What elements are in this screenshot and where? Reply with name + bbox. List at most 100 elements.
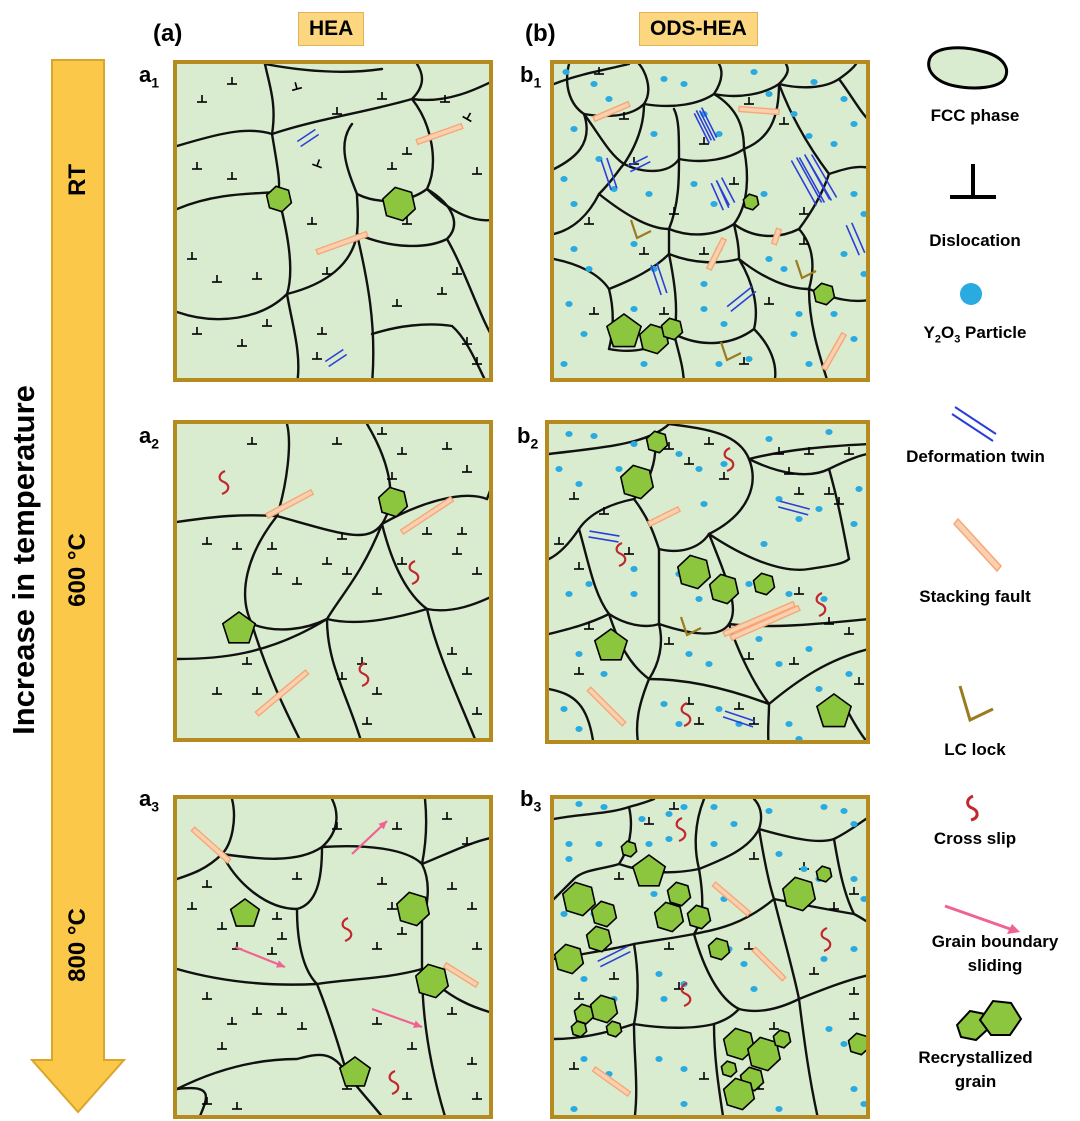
y2o3-particle-mark <box>840 251 848 257</box>
panel-a1 <box>173 60 493 382</box>
y2o3-particle-mark <box>765 91 773 97</box>
dislocation-mark <box>452 547 462 555</box>
cross-slip-mark <box>723 446 735 473</box>
dislocation-mark <box>569 492 579 500</box>
column-letter-a: (a) <box>153 20 183 47</box>
dislocation-mark <box>472 567 482 575</box>
panel-label-b3: b3 <box>520 786 542 815</box>
defects <box>202 427 482 725</box>
dislocation-mark <box>849 987 859 995</box>
y2o3-particle-mark <box>850 876 858 882</box>
dislocation-mark <box>462 667 472 675</box>
y2o3-particle-mark <box>850 191 858 197</box>
dislocation-mark <box>217 1042 227 1050</box>
y2o3-particle-mark <box>565 591 573 597</box>
y2o3-particle-mark <box>760 541 768 547</box>
recrystallized-grain-mark <box>812 282 836 306</box>
y2o3-particle-mark <box>820 956 828 962</box>
dislocation-mark <box>387 472 397 480</box>
y2o3-particle-mark <box>815 506 823 512</box>
y2o3-particle-mark <box>580 1056 588 1062</box>
recrystallized-grain-mark <box>742 193 760 211</box>
deformation-twin-mark <box>693 110 716 144</box>
dislocation-mark <box>554 537 564 545</box>
dislocation-mark <box>407 1042 417 1050</box>
dislocation-mark <box>472 357 482 365</box>
y2o3-particle-mark <box>570 201 578 207</box>
dislocation-mark <box>272 567 282 575</box>
y2o3-particle-mark <box>810 79 818 85</box>
dislocation-mark <box>704 437 714 445</box>
y2o3-particle-mark <box>845 671 853 677</box>
dislocation-mark <box>599 507 609 515</box>
dislocation-mark <box>317 327 327 335</box>
dislocation-mark <box>377 877 387 885</box>
y2o3-particle-mark <box>745 581 753 587</box>
dislocation-mark <box>739 357 749 365</box>
dislocation-mark <box>202 880 212 888</box>
grain-boundaries <box>554 64 866 378</box>
microstructure-drawing <box>177 64 489 378</box>
stacking-fault-mark <box>770 227 783 246</box>
dislocation-mark <box>669 802 679 810</box>
deformation-twin-mark <box>790 157 823 206</box>
dislocation-mark <box>659 307 669 315</box>
dislocation-mark <box>729 177 739 185</box>
y2o3-particle-mark <box>700 306 708 312</box>
dislocation-mark <box>372 687 382 695</box>
recrystallized-grain-mark <box>585 925 613 953</box>
lc-lock-mark <box>794 259 817 280</box>
panel-b1 <box>550 60 870 382</box>
y2o3-particle-mark <box>575 481 583 487</box>
dislocation-mark <box>277 1007 287 1015</box>
dislocation-mark <box>614 872 624 880</box>
legend-label-stacking-fault: Stacking fault <box>919 587 1031 606</box>
stacking-fault-mark <box>586 686 627 727</box>
dislocation-mark <box>252 1007 262 1015</box>
dislocation-mark <box>392 822 402 830</box>
dislocation-mark <box>799 207 809 215</box>
y2o3-particle-mark <box>850 521 858 527</box>
y2o3-particle-mark <box>655 1056 663 1062</box>
y2o3-particle-mark <box>570 1106 578 1112</box>
y2o3-particle-mark <box>560 911 568 917</box>
stacking-fault-mark <box>190 826 232 864</box>
stacking-fault-icon <box>953 517 1002 573</box>
dislocation-mark <box>422 527 432 535</box>
y2o3-particle-mark <box>780 266 788 272</box>
dislocation-mark <box>377 427 387 435</box>
deformation-twin-mark <box>845 222 866 256</box>
dislocation-mark <box>372 1017 382 1025</box>
y2o3-particle-mark <box>850 821 858 827</box>
defects <box>187 77 482 368</box>
y2o3-particle-mark <box>790 111 798 117</box>
y2o3-particle-mark <box>795 516 803 522</box>
y2o3-particle-mark <box>805 361 813 367</box>
deformation-twin-mark <box>710 180 730 211</box>
y2o3-particle-mark <box>680 81 688 87</box>
y2o3-particle-mark <box>695 596 703 602</box>
deformation-twin-mark <box>695 107 718 141</box>
recrystallized-grain-mark <box>619 464 655 500</box>
dislocation-mark <box>227 77 237 85</box>
y2o3-particle-mark <box>650 891 658 897</box>
legend-label-cross-slip: Cross slip <box>933 829 1017 848</box>
dislocation-mark <box>437 287 447 295</box>
dislocation-mark <box>824 617 834 625</box>
recrystallized-grain-mark <box>815 865 833 883</box>
dislocation-mark <box>619 112 629 120</box>
dislocation-mark <box>362 717 372 725</box>
dislocation-mark <box>202 1097 212 1105</box>
dislocation-mark <box>849 1012 859 1020</box>
microstructure-drawing <box>177 799 489 1115</box>
dislocation-mark <box>574 667 584 675</box>
panel-b3 <box>550 795 870 1119</box>
recrystallized-grain-mark <box>561 881 597 917</box>
panel-a3 <box>173 795 493 1119</box>
dislocation-mark <box>669 207 679 215</box>
dislocation-mark <box>574 562 584 570</box>
grain-boundaries <box>177 424 489 738</box>
y2o3-particle-mark <box>610 186 618 192</box>
y2o3-particle-mark <box>790 331 798 337</box>
